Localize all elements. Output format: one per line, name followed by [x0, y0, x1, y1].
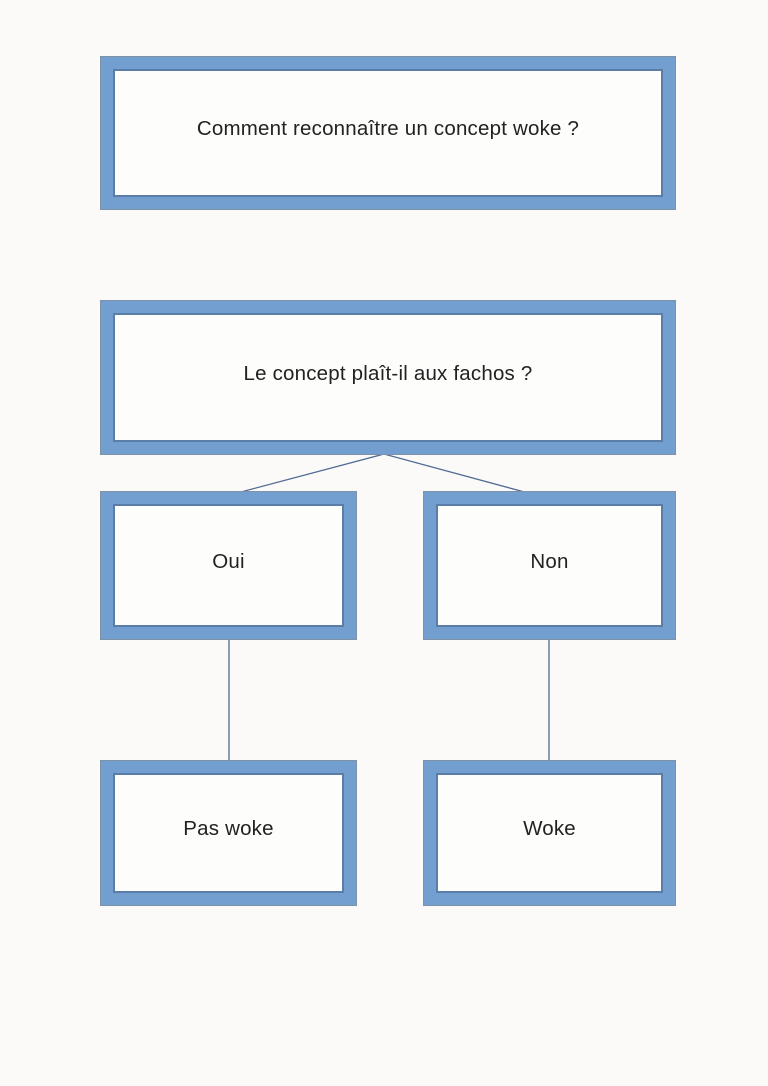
flowchart-node-pas-woke: Pas woke — [100, 760, 357, 906]
flowchart-node-title: Comment reconnaître un concept woke ? — [100, 56, 676, 210]
flowchart-node-non: Non — [423, 491, 676, 640]
flowchart-node-oui-label: Oui — [212, 549, 245, 573]
flowchart-node-non-body: Non — [436, 504, 663, 627]
flowchart-node-woke-label: Woke — [523, 817, 576, 841]
flowchart-node-question-label: Le concept plaît-il aux fachos ? — [243, 361, 533, 385]
flowchart-node-woke: Woke — [423, 760, 676, 906]
flowchart-node-woke-body: Woke — [436, 773, 663, 893]
flowchart-node-oui-body: Oui — [113, 504, 344, 627]
flowchart-node-pas-woke-body: Pas woke — [113, 773, 344, 893]
flowchart-node-non-label: Non — [530, 549, 569, 573]
flowchart-node-pas-woke-label: Pas woke — [183, 817, 274, 841]
flowchart-node-title-label: Comment reconnaître un concept woke ? — [196, 117, 580, 141]
flowchart-node-question-body: Le concept plaît-il aux fachos ? — [113, 313, 663, 442]
flowchart-node-question: Le concept plaît-il aux fachos ? — [100, 300, 676, 455]
flowchart-node-oui: Oui — [100, 491, 357, 640]
flowchart-node-title-body: Comment reconnaître un concept woke ? — [113, 69, 663, 197]
